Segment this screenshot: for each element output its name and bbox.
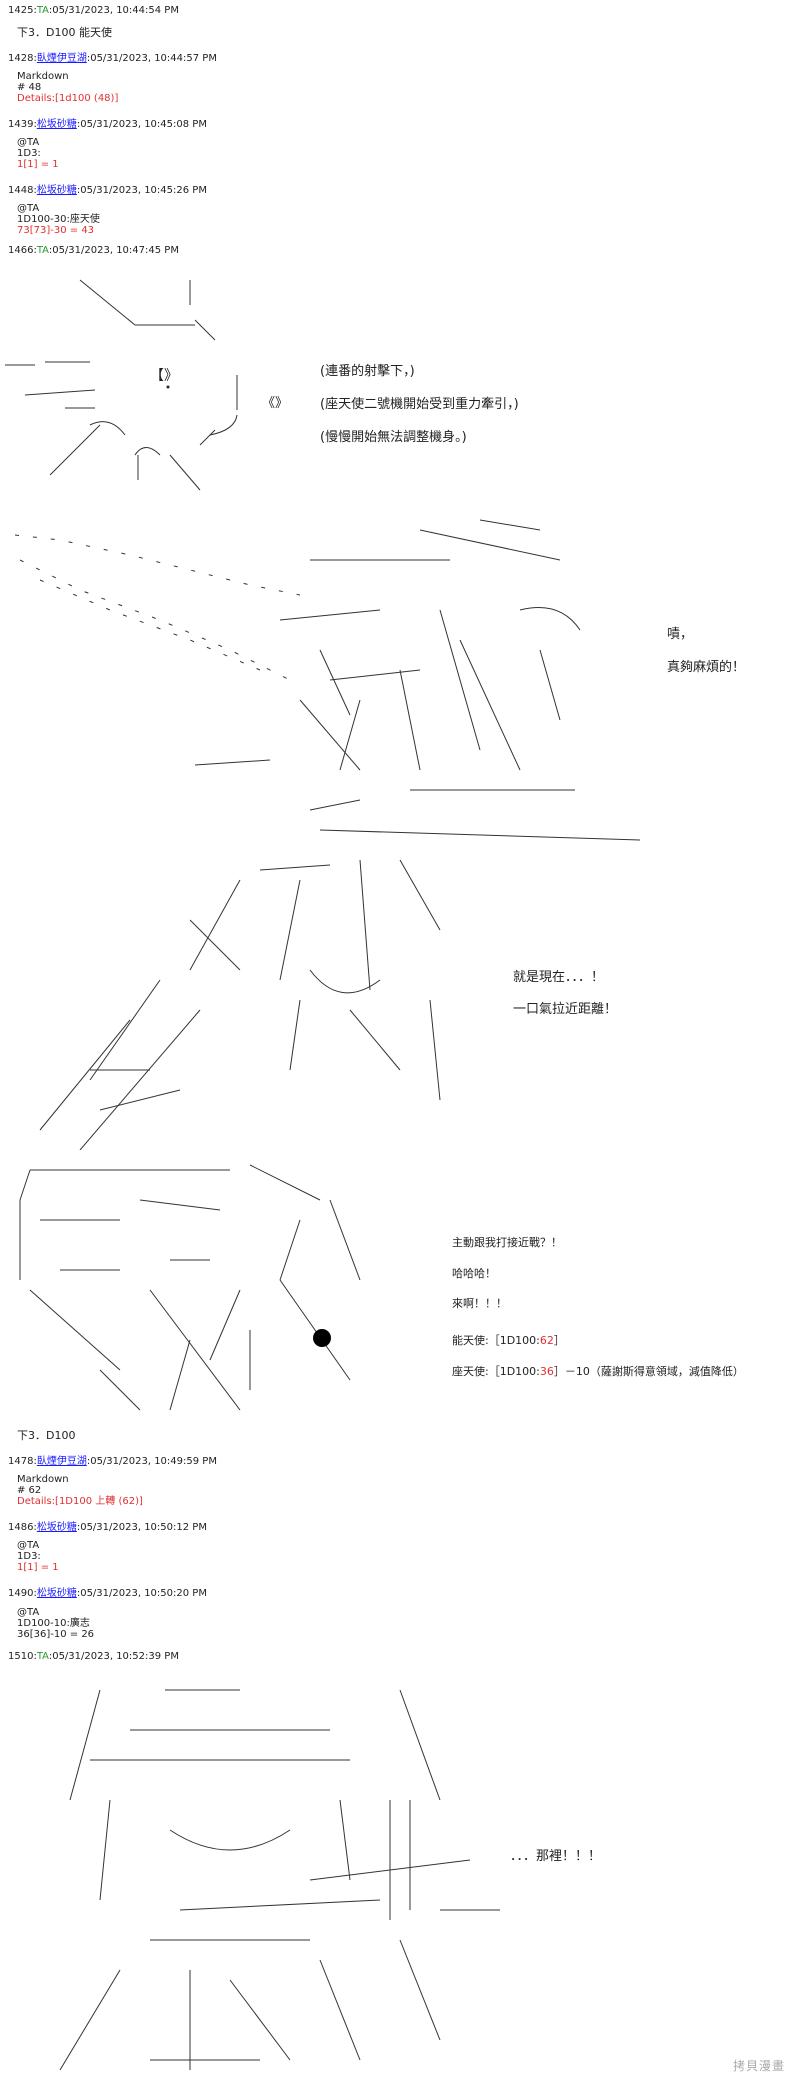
post-header: 1439:松坂砂糖:05/31/2023, 10:45:08 PM: [8, 119, 207, 130]
dialogue-line: 一口氣拉近距離！: [513, 1002, 618, 1017]
username: TA: [36, 245, 49, 256]
dialogue-line: 就是現在．．．！: [513, 970, 605, 985]
post-header: 1478:臥煙伊豆湖:05/31/2023, 10:49:59 PM: [8, 1456, 217, 1467]
dialogue-line: 主動跟我打接近戰？！: [452, 1236, 562, 1249]
ascii-art-character-closeup: [0, 1160, 420, 1420]
username-link[interactable]: 松坂砂糖: [36, 1522, 77, 1533]
username-link[interactable]: 臥煙伊豆湖: [36, 53, 87, 64]
post-body: 下3．D100: [17, 1429, 76, 1442]
post-header: 1428:臥煙伊豆湖:05/31/2023, 10:44:57 PM: [8, 53, 217, 64]
narration-line: (連番的射擊下，): [320, 364, 415, 379]
post-header: 1466:TA:05/31/2023, 10:47:45 PM: [8, 245, 179, 256]
post-header: 1490:松坂砂糖:05/31/2023, 10:50:20 PM: [8, 1588, 207, 1599]
username: TA: [36, 5, 49, 16]
dialogue-line: 哈哈哈！: [452, 1267, 496, 1280]
watermark: 拷貝漫畫: [733, 2059, 786, 2073]
svg-text:【》: 【》: [150, 368, 178, 384]
ascii-art-character-aiming: [0, 1680, 500, 2080]
svg-text:《》: 《》: [262, 396, 288, 411]
ascii-art-mech-firing: [0, 500, 620, 780]
username-link[interactable]: 松坂砂糖: [36, 1588, 77, 1599]
dialogue-line: 真夠麻煩的！: [667, 660, 746, 675]
dice-roll-line: 座天使:［1D100:36］－10（薩謝斯得意領域，減值降低）: [452, 1365, 744, 1378]
narration-line: (慢慢開始無法調整機身。): [320, 430, 467, 445]
username-link[interactable]: 松坂砂糖: [36, 119, 77, 130]
post-header: 1486:松坂砂糖:05/31/2023, 10:50:12 PM: [8, 1522, 207, 1533]
dialogue-line: 嘖，: [667, 627, 694, 642]
username: TA: [36, 1651, 49, 1662]
username-link[interactable]: 臥煙伊豆湖: [36, 1456, 87, 1467]
narration-line: (座天使二號機開始受到重力牽引，): [320, 397, 519, 412]
dialogue-line: ．．．那裡！！！: [510, 1849, 602, 1864]
post-header: 1510:TA:05/31/2023, 10:52:39 PM: [8, 1651, 179, 1662]
ascii-art-explosion: 【》《》: [0, 265, 300, 495]
username-link[interactable]: 松坂砂糖: [36, 185, 77, 196]
post-header: 1448:松坂砂糖:05/31/2023, 10:45:26 PM: [8, 185, 207, 196]
ascii-art-mech-charge: [0, 770, 660, 1150]
post-header: 1425:TA:05/31/2023, 10:44:54 PM: [8, 5, 179, 16]
dice-roll-line: 能天使:［1D100:62］: [452, 1334, 565, 1347]
dialogue-line: 來啊！！！: [452, 1297, 507, 1310]
post-body: 下3．D100 能天使: [17, 26, 112, 39]
